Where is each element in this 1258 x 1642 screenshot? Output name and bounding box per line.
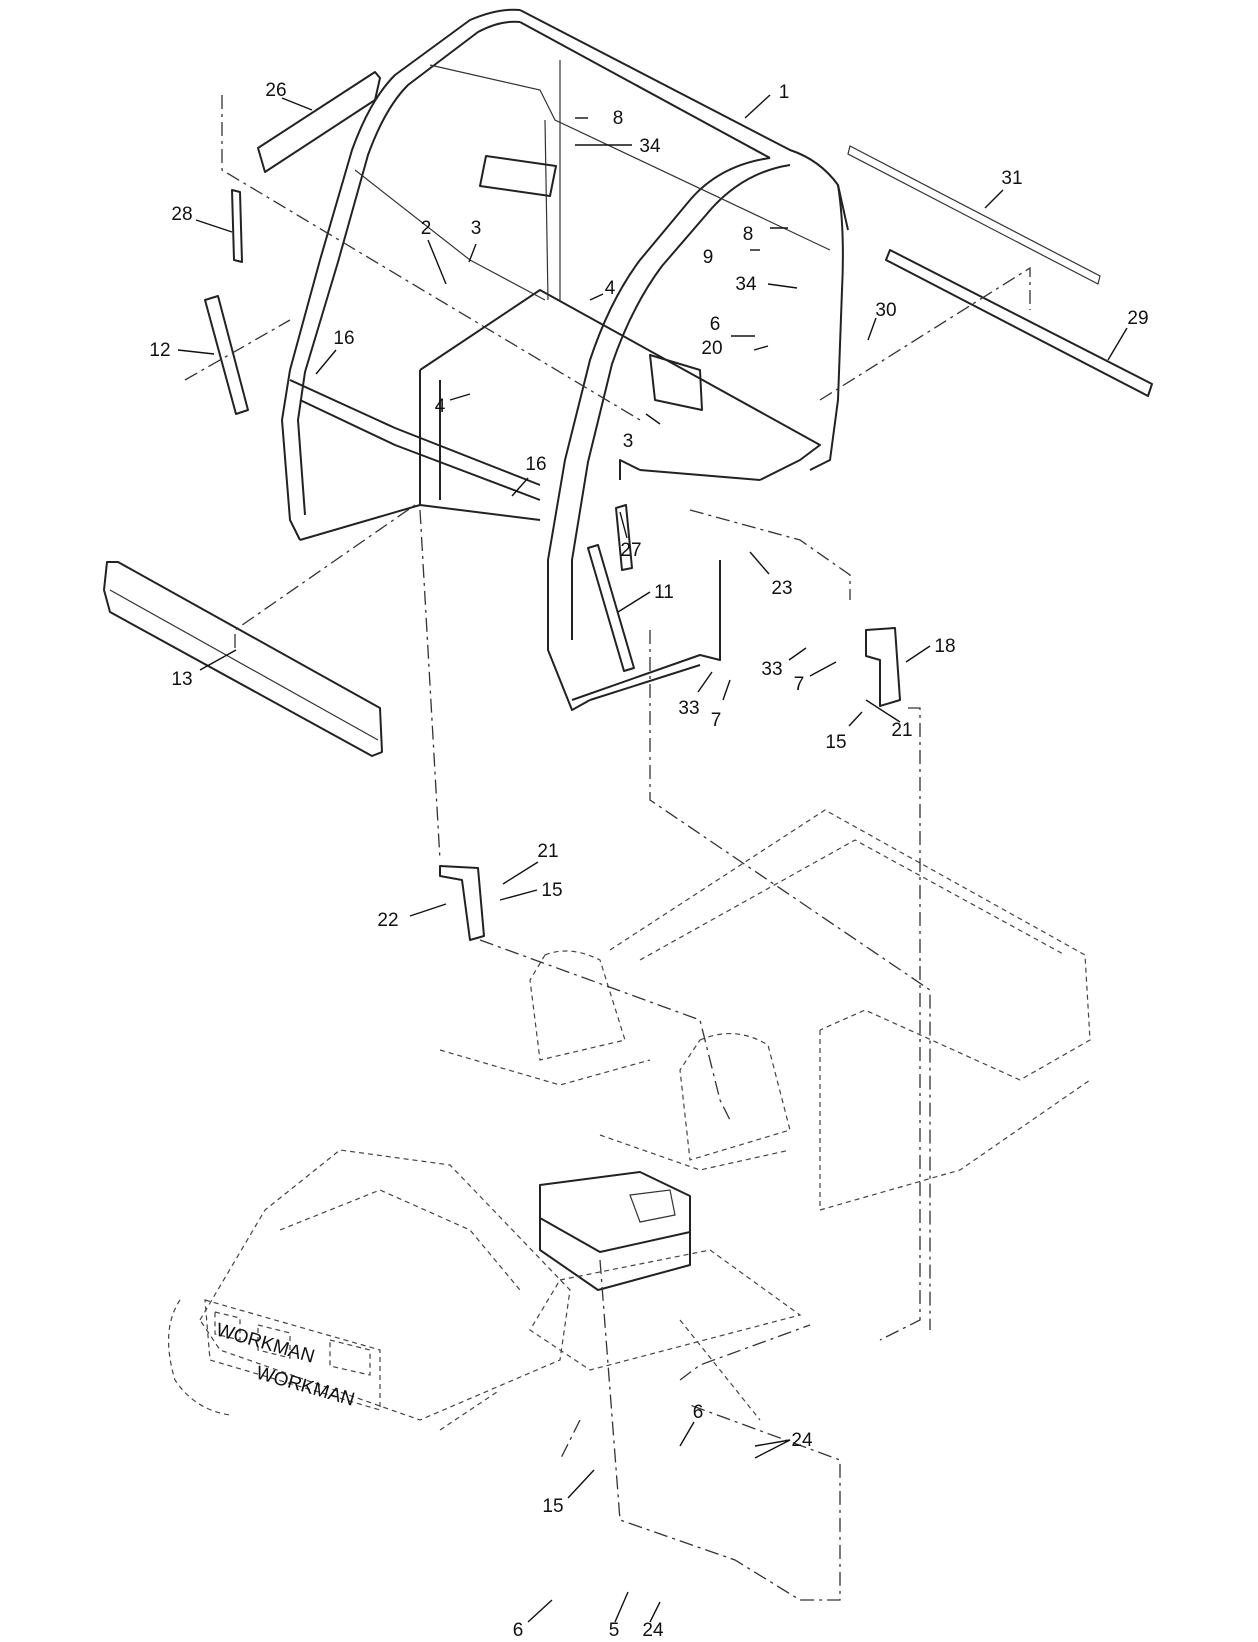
callout-3: 3 xyxy=(471,218,482,239)
callout-7: 7 xyxy=(794,674,805,695)
callout-6: 6 xyxy=(693,1402,704,1423)
bracket-22 xyxy=(439,865,485,941)
rear-panel-26 xyxy=(257,71,381,173)
callout-21: 21 xyxy=(891,720,912,741)
callout-3: 3 xyxy=(623,431,634,452)
callout-11: 11 xyxy=(654,582,674,603)
vehicle-outline xyxy=(168,809,1091,1431)
callout-2: 2 xyxy=(421,218,432,239)
callout-7: 7 xyxy=(711,710,722,731)
callout-26: 26 xyxy=(265,80,286,101)
mount-bracket-5 xyxy=(539,1171,691,1291)
callout-24: 24 xyxy=(791,1430,813,1451)
strip-11 xyxy=(587,544,635,672)
callout-16: 16 xyxy=(333,328,354,349)
callout-6: 6 xyxy=(513,1620,524,1641)
callout-9: 9 xyxy=(703,247,714,268)
callout-29: 29 xyxy=(1127,308,1148,329)
callout-31: 31 xyxy=(1001,168,1022,189)
bumper-lettering: WORKMAN xyxy=(254,1363,357,1411)
assembly-lines xyxy=(184,95,1031,1601)
callout-21: 21 xyxy=(537,841,558,862)
grille-lettering: WORKMAN xyxy=(214,1320,317,1368)
panel-31 xyxy=(847,145,1101,285)
cross-bar-13 xyxy=(103,561,383,757)
callout-24: 24 xyxy=(642,1620,664,1641)
callout-34: 34 xyxy=(639,136,661,157)
callout-1: 1 xyxy=(779,82,790,103)
callout-34: 34 xyxy=(735,274,757,295)
callout-6: 6 xyxy=(710,314,721,335)
callout-27: 27 xyxy=(620,540,641,561)
seal-29 xyxy=(885,249,1153,397)
callout-4: 4 xyxy=(605,278,616,299)
callout-5: 5 xyxy=(609,1620,620,1641)
leader-lines xyxy=(177,94,1128,1623)
callout-labels: 1 2 3 3 4 4 5 6 6 6 7 7 8 8 9 11 12 13 1… xyxy=(149,80,1148,1641)
callout-8: 8 xyxy=(613,108,624,129)
strip-28 xyxy=(231,189,243,263)
callout-15: 15 xyxy=(542,1496,563,1517)
callout-4: 4 xyxy=(435,396,446,417)
callout-23: 23 xyxy=(771,578,792,599)
callout-15: 15 xyxy=(825,732,846,753)
strip-12 xyxy=(204,295,249,415)
callout-30: 30 xyxy=(875,300,896,321)
callout-15: 15 xyxy=(541,880,562,901)
callout-13: 13 xyxy=(171,669,192,690)
callout-22: 22 xyxy=(377,910,398,931)
callout-20: 20 xyxy=(701,338,722,359)
bracket-18 xyxy=(865,627,901,707)
callout-8: 8 xyxy=(743,224,754,245)
callout-16: 16 xyxy=(525,454,546,475)
callout-18: 18 xyxy=(934,636,955,657)
strip-27 xyxy=(615,504,633,571)
callout-12: 12 xyxy=(149,340,170,361)
callout-33: 33 xyxy=(761,659,782,680)
callout-28: 28 xyxy=(171,204,192,225)
roll-bar-frame xyxy=(281,8,849,711)
callout-33: 33 xyxy=(678,698,699,719)
